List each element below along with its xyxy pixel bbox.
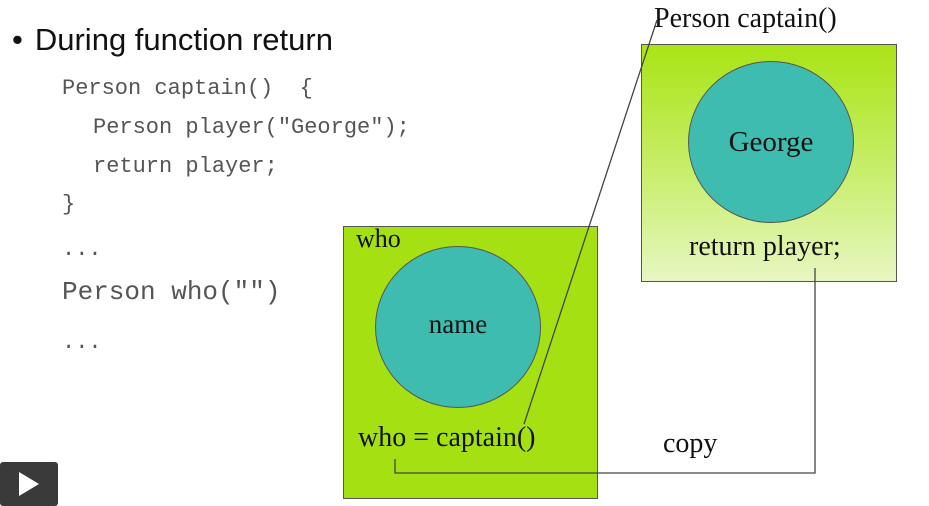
captain-frame-title: Person captain() <box>654 3 837 34</box>
slide-title: • During function return <box>12 22 333 58</box>
slide-title-text: During function return <box>34 22 333 57</box>
george-circle <box>688 61 854 223</box>
play-icon <box>19 472 39 496</box>
who-assignment-text: who = captain() <box>358 422 536 453</box>
code-line-player-decl: Person player("George"); <box>93 115 410 140</box>
code-line-function-header: Person captain() { <box>62 76 313 101</box>
copy-connector-line <box>394 268 816 474</box>
bullet-point: • <box>12 22 23 57</box>
who-circle-label: name <box>428 309 488 339</box>
call-connector-line <box>523 19 658 425</box>
code-line-who-decl: Person who("") <box>62 277 281 307</box>
code-line-return: return player; <box>93 154 278 179</box>
code-line-ellipsis-2: ... <box>62 330 102 355</box>
who-name-circle <box>375 246 541 408</box>
george-circle-label: George <box>728 126 814 158</box>
captain-return-text: return player; <box>689 231 841 262</box>
who-box-label: who <box>356 224 401 253</box>
code-line-close-brace: } <box>62 192 76 217</box>
play-button[interactable] <box>0 462 58 506</box>
code-line-ellipsis-1: ... <box>62 237 102 262</box>
copy-label: copy <box>663 428 718 459</box>
